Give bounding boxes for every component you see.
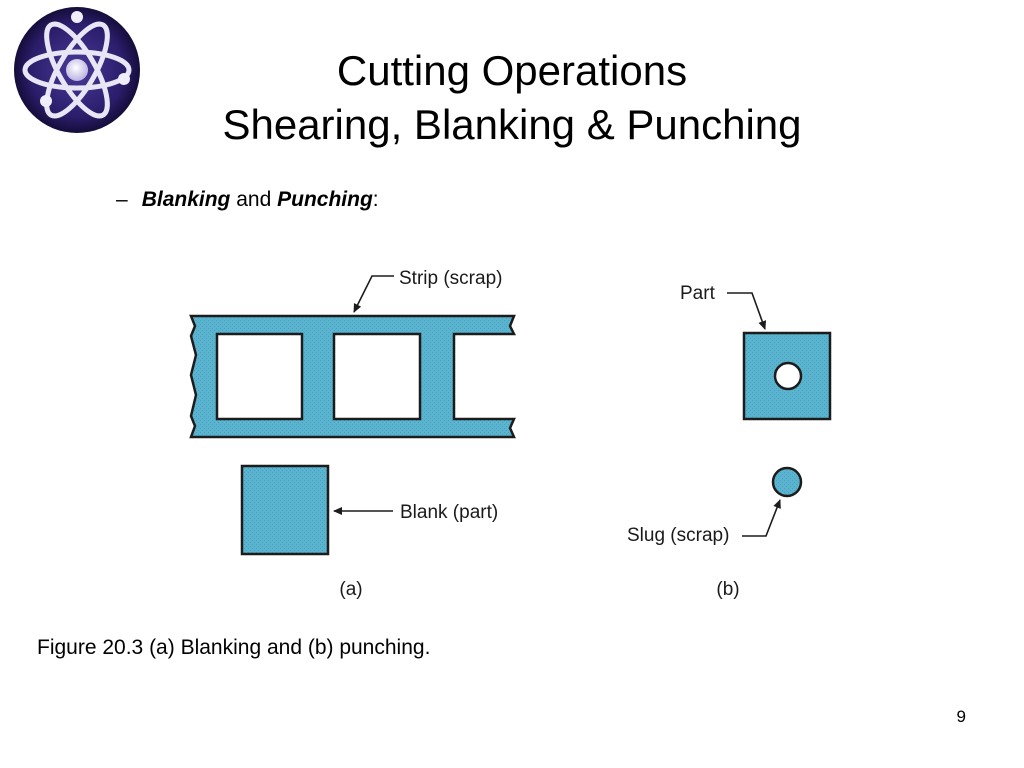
page-number: 9 — [956, 707, 966, 726]
label-part: Part — [680, 283, 716, 304]
bullet-connector: and — [236, 188, 272, 211]
bullet-term-punching: Punching — [277, 188, 373, 211]
slug-scrap — [771, 466, 803, 498]
bullet-term-blanking: Blanking — [141, 188, 231, 211]
punched-part — [742, 331, 832, 421]
atom-logo-icon — [12, 5, 142, 135]
title-line-2: Shearing, Blanking & Punching — [222, 101, 802, 148]
title-line-1: Cutting Operations — [336, 47, 688, 94]
label-strip-scrap: Strip (scrap) — [399, 268, 502, 289]
bullet-dash: – — [116, 188, 128, 211]
slide-title: Cutting Operations Shearing, Blanking & … — [0, 44, 1024, 152]
leader-slug — [742, 499, 781, 537]
leader-strip — [353, 275, 394, 313]
figure-caption: Figure 20.3 (a) Blanking and (b) punchin… — [37, 636, 431, 659]
bullet-blanking-punching: –Blanking and Punching: — [116, 186, 379, 214]
label-a: (a) — [339, 579, 362, 600]
label-slug-scrap: Slug (scrap) — [627, 525, 729, 546]
leader-part — [727, 292, 767, 330]
strip-scrap — [189, 314, 517, 439]
label-blank-part: Blank (part) — [400, 502, 498, 523]
bullet-colon: : — [372, 188, 379, 211]
label-b: (b) — [716, 579, 739, 600]
blank-part — [240, 464, 330, 556]
